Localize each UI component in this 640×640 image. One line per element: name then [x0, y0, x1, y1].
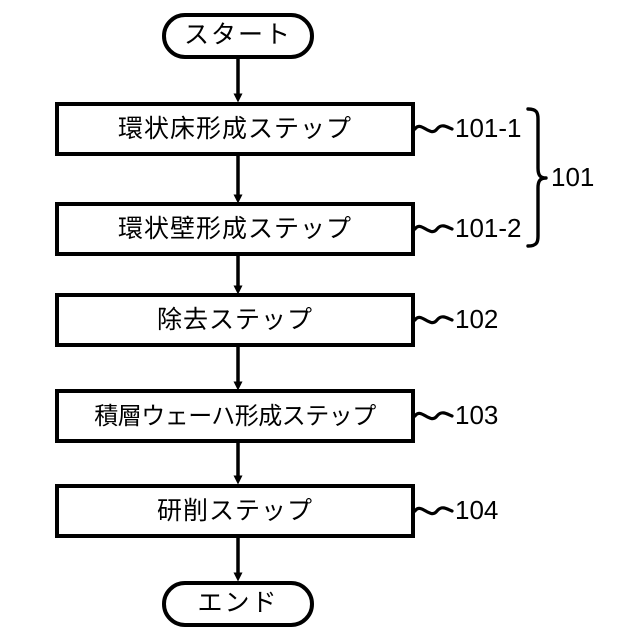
- node-step-2: 環状壁形成ステップ: [55, 202, 415, 256]
- ref-label-step-2: 101-2: [455, 213, 522, 243]
- step-3-box: [55, 293, 415, 347]
- leader-tilde-step-5: [413, 506, 454, 516]
- group-brace-label: 101: [551, 162, 594, 192]
- ref-label-step-5: 104: [455, 495, 498, 525]
- node-step-4: 積層ウェーハ形成ステップ: [55, 389, 415, 443]
- node-end: エンド: [162, 581, 314, 627]
- node-start: スタート: [162, 13, 314, 59]
- step-5-label: 研削ステップ: [157, 496, 313, 525]
- brace-shape: [526, 107, 548, 248]
- step-1-box: [55, 102, 415, 156]
- ref-label-step-1: 101-1: [455, 113, 522, 143]
- step-4-box: [55, 389, 415, 443]
- end-terminal-shape: [162, 581, 314, 627]
- leader-tilde-step-2: [413, 224, 454, 234]
- node-step-1: 環状床形成ステップ: [55, 102, 415, 156]
- start-terminal-label: スタート: [184, 20, 292, 49]
- ref-label-step-4: 103: [455, 400, 498, 430]
- step-1-label: 環状床形成ステップ: [118, 114, 352, 143]
- node-step-5: 研削ステップ: [55, 484, 415, 538]
- node-step-3: 除去ステップ: [55, 293, 415, 347]
- step-3-label: 除去ステップ: [157, 305, 313, 334]
- leader-tilde-step-1: [413, 124, 454, 134]
- end-terminal-label: エンド: [197, 588, 278, 617]
- group-brace-101: 101: [526, 107, 594, 248]
- step-2-box: [55, 202, 415, 256]
- step-2-label: 環状壁形成ステップ: [118, 214, 352, 243]
- step-4-label: 積層ウェーハ形成ステップ: [94, 402, 376, 430]
- leader-tilde-step-3: [413, 315, 454, 325]
- ref-label-step-3: 102: [455, 304, 498, 334]
- leader-tilde-step-4: [413, 411, 454, 421]
- step-5-box: [55, 484, 415, 538]
